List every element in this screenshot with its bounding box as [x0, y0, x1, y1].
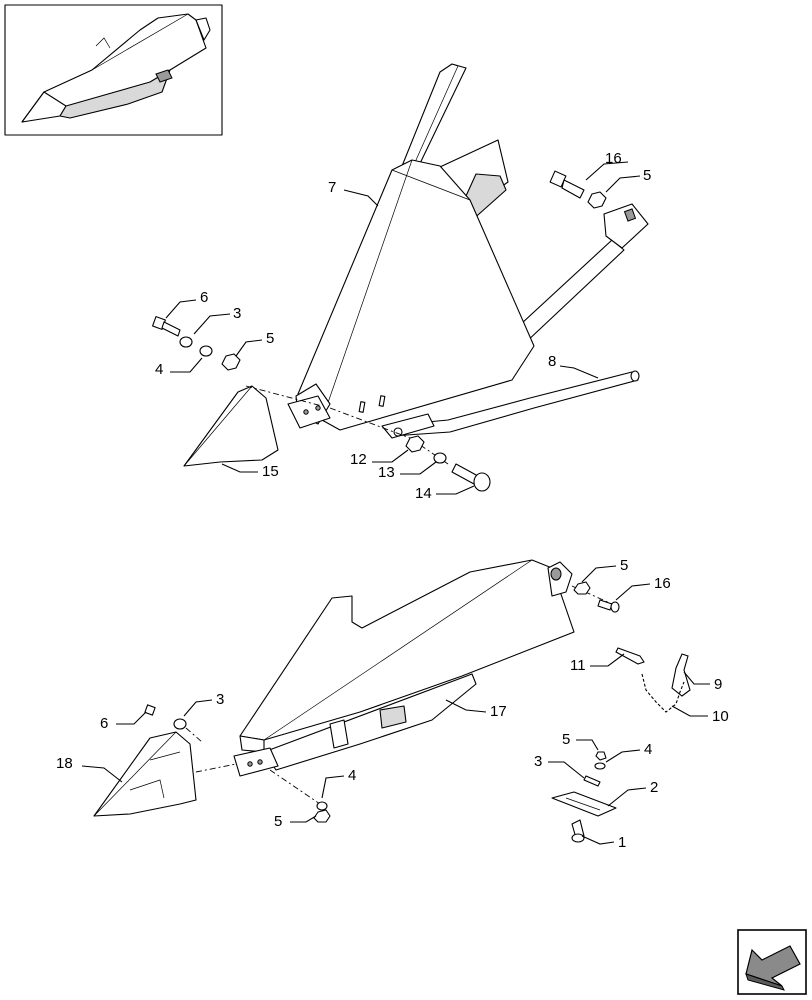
- callout-2: 2: [650, 779, 658, 796]
- leaders-upper: [165, 161, 641, 495]
- clip-part-9[interactable]: [671, 653, 691, 697]
- callout-3: 3: [233, 305, 241, 322]
- callout-14: 14: [415, 485, 432, 502]
- callout-5-small: 5: [562, 731, 570, 748]
- washer-part-3[interactable]: [179, 336, 193, 348]
- bolt-part-16-lower[interactable]: [597, 599, 620, 613]
- callout-6-lower: 6: [100, 715, 108, 732]
- callout-11: 11: [570, 657, 586, 674]
- callout-16-lower: 16: [654, 575, 671, 592]
- callout-4: 4: [155, 361, 163, 378]
- nut-part-5-small[interactable]: [595, 751, 607, 761]
- spring-part-3-small[interactable]: [583, 775, 601, 787]
- callout-4-small: 4: [644, 741, 652, 758]
- callout-5-lower: 5: [620, 557, 628, 574]
- upper-assembly: [152, 63, 649, 492]
- bolt-part-1[interactable]: [571, 819, 585, 843]
- callout-3-lower: 3: [216, 691, 224, 708]
- bolt-part-6-lower[interactable]: [144, 704, 156, 716]
- callout-6: 6: [200, 289, 208, 306]
- callout-17: 17: [490, 703, 507, 720]
- callout-5-lower-b: 5: [274, 813, 282, 830]
- nut-part-5-rear[interactable]: [573, 581, 591, 595]
- lower-assembly: [93, 559, 691, 843]
- nut-part-12[interactable]: [405, 435, 425, 453]
- callout-16: 16: [605, 150, 622, 167]
- nose-cone-part-18[interactable]: [93, 731, 197, 817]
- washer-part-4[interactable]: [199, 345, 213, 357]
- nut-part-5[interactable]: [221, 353, 241, 371]
- callout-15: 15: [262, 463, 279, 480]
- callout-5: 5: [643, 167, 651, 184]
- washer-part-13[interactable]: [433, 452, 447, 464]
- nut-part-5-top[interactable]: [587, 191, 607, 209]
- callout-10: 10: [712, 708, 729, 725]
- bolt-part-16[interactable]: [549, 170, 585, 199]
- previous-page-arrow-icon[interactable]: [737, 929, 807, 995]
- callouts-lower: 5 16 11 9 10 17 6 3 18 4 5 5 4 3 2 1: [56, 557, 729, 851]
- callout-7: 7: [328, 179, 336, 196]
- nut-part-5-lower[interactable]: [313, 809, 331, 823]
- callout-1: 1: [618, 834, 626, 851]
- callout-4-lower: 4: [348, 767, 356, 784]
- callout-3-small: 3: [534, 753, 542, 770]
- chain-part-10[interactable]: [641, 673, 685, 713]
- bolt-part-14[interactable]: [451, 463, 491, 492]
- nose-cone-part-15[interactable]: [183, 385, 279, 467]
- callout-8: 8: [548, 353, 556, 370]
- washer-part-4-lower[interactable]: [316, 801, 328, 811]
- washer-part-3-lower[interactable]: [173, 718, 187, 730]
- leaders-lower: [81, 565, 710, 845]
- washer-part-4-small[interactable]: [594, 762, 606, 770]
- callout-5b: 5: [266, 330, 274, 347]
- cotter-pin-part-11[interactable]: [615, 647, 645, 665]
- assembly-thumbnail-icon[interactable]: [4, 4, 223, 136]
- bolt-part-6[interactable]: [152, 316, 181, 337]
- callout-9: 9: [714, 676, 722, 693]
- callout-18: 18: [56, 755, 73, 772]
- callout-13: 13: [378, 464, 395, 481]
- callout-12: 12: [350, 451, 367, 468]
- hood-part-7[interactable]: [297, 159, 535, 431]
- callouts-upper: 16 5 7 6 3 5 4 8 12 13 14 15: [155, 150, 651, 502]
